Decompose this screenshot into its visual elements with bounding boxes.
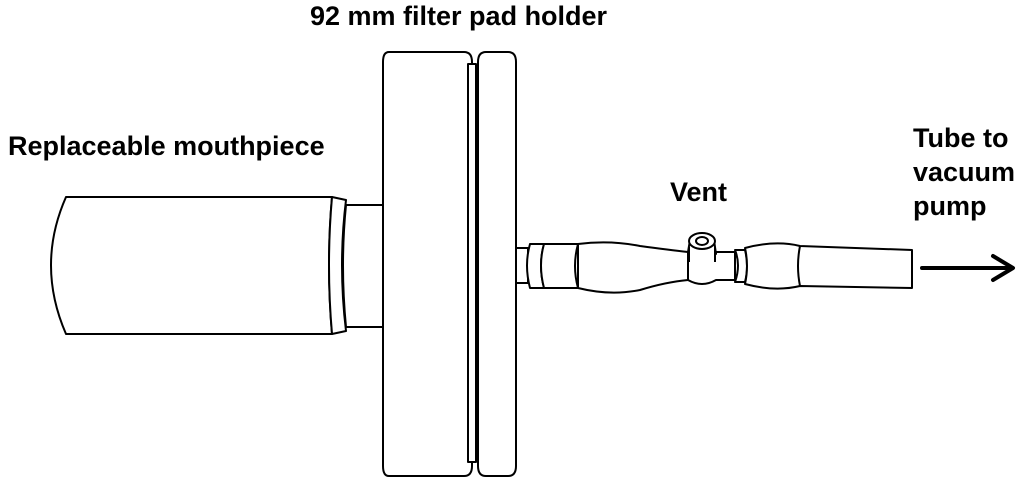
tube-joint-line — [574, 243, 579, 289]
filter-holder-seam — [467, 63, 477, 463]
tube-segment-3-body — [744, 242, 913, 290]
mouthpiece-neck — [342, 204, 385, 328]
filter-holder-disc-front — [382, 51, 473, 477]
arrow-head — [991, 254, 1015, 282]
filter-pad-holder-label: 92 mm filter pad holder — [310, 1, 608, 31]
vent-fitting — [687, 232, 736, 285]
outlet-stem — [515, 243, 545, 289]
mouthpiece — [50, 196, 385, 335]
vent-hole — [695, 236, 709, 246]
tube-segment-1-body — [540, 243, 579, 289]
mouthpiece-body — [50, 196, 333, 335]
tube-label: Tube to vacuum pump — [913, 122, 1015, 223]
vent-label: Vent — [670, 177, 728, 207]
mouthpiece-label: Replaceable mouthpiece — [8, 131, 325, 161]
tube-segment-3-collar — [734, 249, 748, 283]
tube-segment-2-body — [577, 241, 689, 294]
tube-segment-1 — [540, 241, 689, 294]
tube-segment-3 — [734, 242, 913, 290]
tube-label-line-1: Tube to — [913, 123, 1009, 153]
tube-label-line-3: pump — [913, 190, 987, 221]
tube-segment-3-joint — [797, 245, 801, 287]
flow-arrow — [920, 254, 1015, 282]
filter-holder-disc-back — [477, 51, 517, 477]
filter-holder — [382, 51, 517, 477]
tube-label-line-2: vacuum — [913, 156, 1016, 187]
vent-sides — [688, 247, 716, 262]
